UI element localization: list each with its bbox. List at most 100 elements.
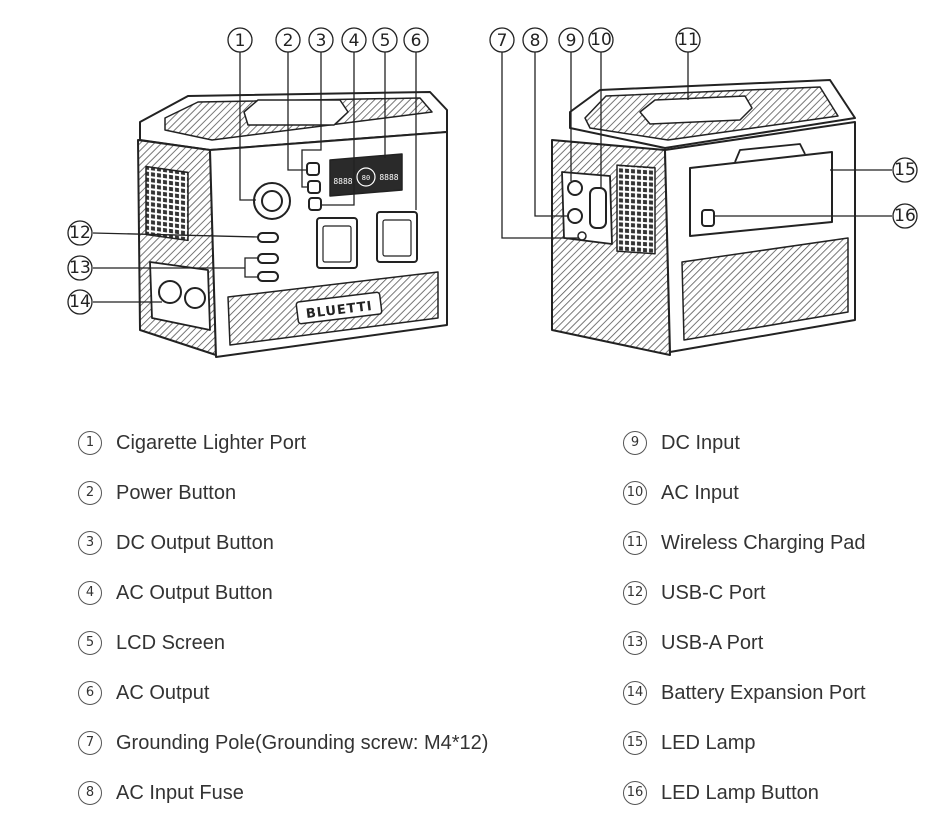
legend-number: 7 <box>78 731 102 755</box>
callout-1: 1 <box>227 27 253 53</box>
ac-input-fuse <box>567 208 583 224</box>
svg-text:14: 14 <box>69 292 91 312</box>
wireless-pad-front <box>243 99 349 126</box>
leader-7 <box>501 52 578 239</box>
wireless-pad-rear <box>639 95 753 125</box>
callout-3: 3 <box>308 27 334 53</box>
legend-number: 6 <box>78 681 102 705</box>
legend-number: 13 <box>623 631 647 655</box>
legend-label: Power Button <box>116 481 237 504</box>
leader-1 <box>239 52 256 201</box>
legend-item-wireless-charging-pad: 11 Wireless Charging Pad <box>623 518 866 568</box>
svg-text:7: 7 <box>497 31 508 51</box>
ac-outlet-left-inner <box>322 225 352 263</box>
legend-number: 4 <box>78 581 102 605</box>
lcd-battery-ring <box>356 167 376 187</box>
svg-text:5: 5 <box>380 31 391 51</box>
legend-item-battery-expansion-port: 14 Battery Expansion Port <box>623 668 866 718</box>
legend-number: 15 <box>623 731 647 755</box>
callout-12: 12 <box>67 220 93 246</box>
led-lamp-button <box>701 209 715 227</box>
dc-output-button <box>307 180 321 194</box>
legend-number: 1 <box>78 431 102 455</box>
legend-number: 12 <box>623 581 647 605</box>
expansion-socket-b <box>184 287 206 309</box>
grounding-pole <box>577 231 587 241</box>
product-diagram: BLUETTI 8888 80 8888 <box>67 27 918 358</box>
power-button <box>306 162 320 176</box>
legend-item-grounding-pole: 7 Grounding Pole(Grounding screw: M4*12) <box>78 718 488 768</box>
leader-2 <box>287 52 307 171</box>
legend-item-led-lamp-button: 16 LED Lamp Button <box>623 768 866 818</box>
legend-label: DC Output Button <box>116 531 274 554</box>
legend-item-ac-output: 6 AC Output <box>78 668 488 718</box>
legend-number: 2 <box>78 481 102 505</box>
callout-14: 14 <box>67 289 93 315</box>
legend-label: AC Output <box>116 681 210 704</box>
legend-number: 5 <box>78 631 102 655</box>
lcd-readout-left: 8888 <box>333 177 352 186</box>
lcd-readout-right: 8888 <box>379 173 398 182</box>
svg-text:15: 15 <box>894 160 916 180</box>
leader-13 <box>93 257 258 278</box>
usb-a-port-1 <box>257 253 279 264</box>
rear-face-hatch <box>681 237 849 341</box>
legend-number: 14 <box>623 681 647 705</box>
leader-4 <box>321 52 355 206</box>
legend-number: 16 <box>623 781 647 805</box>
dc-input-port <box>567 180 583 196</box>
legend-label: Wireless Charging Pad <box>661 531 866 554</box>
leader-12 <box>92 232 259 238</box>
legend-number: 11 <box>623 531 647 555</box>
svg-text:12: 12 <box>69 223 91 243</box>
legend-label: Battery Expansion Port <box>661 681 866 704</box>
svg-text:3: 3 <box>316 31 327 51</box>
expansion-socket-a <box>158 280 182 304</box>
lcd-screen <box>329 153 403 197</box>
svg-text:2: 2 <box>283 31 294 51</box>
led-lamp <box>689 151 833 237</box>
legend-label: USB-C Port <box>661 581 766 604</box>
side-vent <box>145 165 189 242</box>
callout-13: 13 <box>67 255 93 281</box>
legend-label: LCD Screen <box>116 631 225 654</box>
leader-lines <box>92 52 892 303</box>
callout-16: 16 <box>892 203 918 229</box>
legend-number: 8 <box>78 781 102 805</box>
legend-label: LED Lamp Button <box>661 781 819 804</box>
legend-label: Grounding Pole(Grounding screw: M4*12) <box>116 731 489 754</box>
svg-text:16: 16 <box>894 206 916 226</box>
legend-item-usb-c-port: 12 USB-C Port <box>623 568 866 618</box>
brand-plate <box>295 291 383 325</box>
legend-item-lcd-screen: 5 LCD Screen <box>78 618 488 668</box>
usb-a-port-2 <box>257 271 279 282</box>
legend-number: 10 <box>623 481 647 505</box>
leader-3 <box>301 52 322 188</box>
lcd-readout-center: 80 <box>362 174 370 182</box>
rear-side-vent <box>616 164 656 255</box>
front-unit: BLUETTI 8888 80 8888 <box>137 91 448 358</box>
callout-11: 11 <box>675 27 701 53</box>
callout-6: 6 <box>403 27 429 53</box>
callout-4: 4 <box>341 27 367 53</box>
usb-c-port <box>257 232 279 243</box>
legend-label: AC Output Button <box>116 581 273 604</box>
svg-text:4: 4 <box>349 31 360 51</box>
legend-label: DC Input <box>661 431 740 454</box>
callout-7: 7 <box>489 27 515 53</box>
rear-handle <box>734 143 806 163</box>
cigarette-lighter-inner <box>261 190 283 212</box>
ac-input-port <box>589 187 607 229</box>
legend-item-ac-output-button: 4 AC Output Button <box>78 568 488 618</box>
svg-text:11: 11 <box>677 30 699 50</box>
leader-8 <box>534 52 568 217</box>
callout-15: 15 <box>892 157 918 183</box>
